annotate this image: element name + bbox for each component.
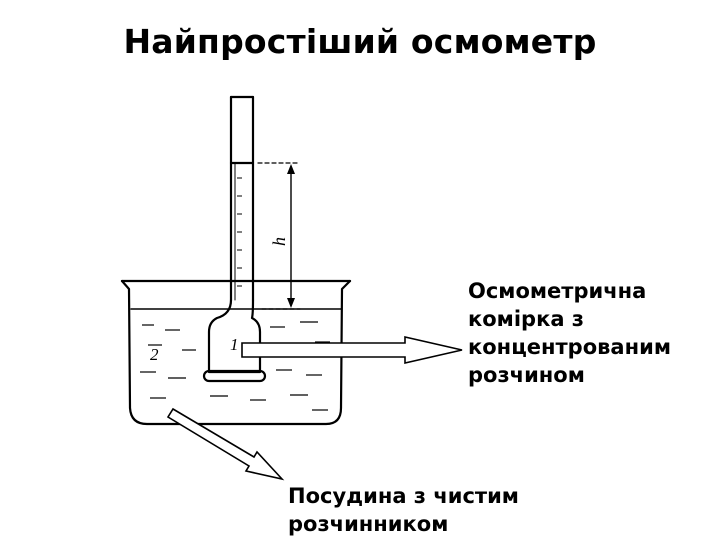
beaker-outline [120,279,352,426]
height-label: h [269,237,289,246]
vessel-label-line: розчинником [288,512,449,536]
cell-pointer-arrow [241,335,463,365]
cell-membrane [202,369,267,383]
vessel-pointer-arrow [166,407,285,481]
cell-label-line: Осмометрична [468,279,647,303]
cell-number: 1 [230,335,239,354]
cell-label-line: розчином [468,363,585,387]
vessel-label: Посудина з чистим розчинником [288,482,588,538]
slide-title: Найпростіший осмометр [123,22,597,61]
cell-label-line: комірка з [468,307,585,331]
cell-label-line: концентрованим [468,335,671,359]
h-arrow-up [287,164,295,174]
cell-label: Осмометрична комірка з концентрованим ро… [468,277,713,389]
vessel-number: 2 [150,345,159,364]
vessel-label-line: Посудина з чистим [288,484,519,508]
h-arrow-down [287,298,295,308]
